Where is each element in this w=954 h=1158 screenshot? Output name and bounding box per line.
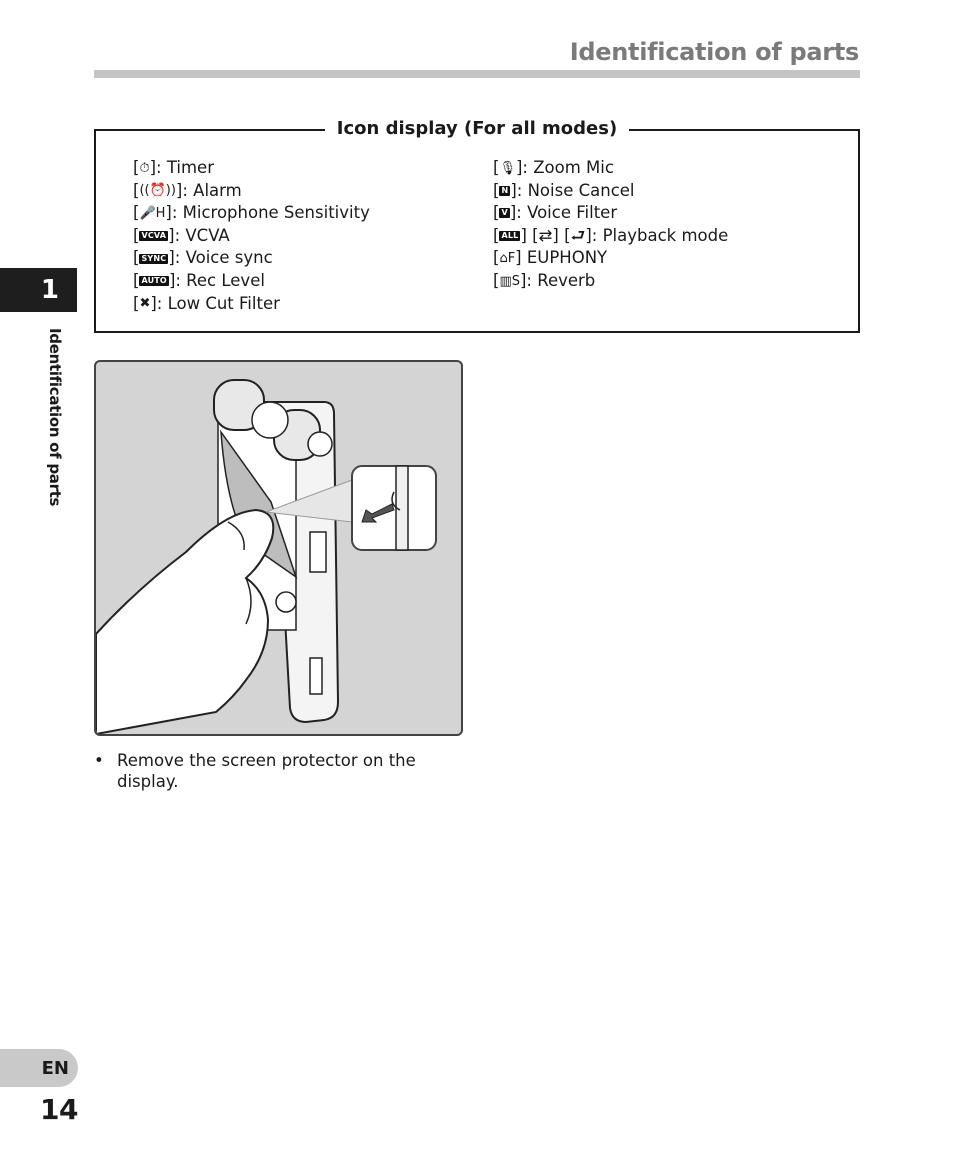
caption: • Remove the screen protector on the dis… (94, 751, 454, 792)
icon-list-right: [🎙]: Zoom Mic [N]: Noise Cancel [V]: Voi… (493, 157, 728, 293)
icon-item: [🎙]: Zoom Mic (493, 158, 614, 177)
page-number: 14 (40, 1093, 78, 1126)
icon-item: [✖]: Low Cut Filter (133, 293, 280, 313)
screen-protector-illustration (94, 360, 463, 736)
alarm-icon: ((⏰)) (139, 183, 176, 199)
icon-item: [SYNC]: Voice sync (133, 248, 273, 268)
icon-item: [▥S]: Reverb (493, 270, 596, 290)
voice-sync-icon: SYNC (139, 253, 169, 264)
voice-filter-icon: V (499, 208, 510, 219)
language-badge: EN (0, 1049, 78, 1087)
low-cut-filter-icon: ✖ (139, 296, 151, 312)
icon-display-box: Icon display (For all modes) [⏱]: Timer … (94, 118, 860, 333)
chapter-tab: 1 (0, 268, 77, 312)
microphone-sensitivity-icon: 🎤H (139, 205, 166, 221)
noise-cancel-icon: N (499, 185, 511, 196)
zoom-mic-icon: 🎙 (499, 160, 516, 176)
icon-item: [VCVA]: VCVA (133, 225, 230, 245)
icon-item: [ALL] [⇄] [⮐]: Playback mode (493, 225, 729, 245)
icon-item: [AUTO]: Rec Level (133, 270, 265, 290)
icon-item: [((⏰))]: Alarm (133, 180, 242, 200)
icon-item: [🎤H]: Microphone Sensitivity (133, 203, 370, 223)
caption-text: Remove the screen protector on the displ… (117, 751, 416, 791)
bullet-marker: • (94, 751, 104, 770)
icon-item: [⏱]: Timer (133, 158, 214, 177)
header-title: Identification of parts (569, 38, 860, 66)
icon-list-left: [⏱]: Timer [((⏰))]: Alarm [🎤H]: Micropho… (133, 157, 370, 315)
recorder-illustration (96, 379, 437, 734)
playback-mode-icon: ALL (499, 231, 521, 242)
header-rule (94, 70, 860, 78)
icon-item: [V]: Voice Filter (493, 203, 618, 223)
euphony-icon: ⌂F (499, 251, 516, 267)
vcva-icon: VCVA (139, 231, 169, 242)
reverb-icon: ▥S (499, 273, 520, 289)
timer-icon: ⏱ (139, 160, 150, 176)
icon-item: [⌂F] EUPHONY (493, 248, 608, 268)
icon-display-title: Icon display (For all modes) (324, 118, 630, 139)
icon-item: [N]: Noise Cancel (493, 180, 635, 200)
rec-level-icon: AUTO (139, 276, 169, 287)
chapter-side-label: Identification of parts (46, 328, 64, 507)
